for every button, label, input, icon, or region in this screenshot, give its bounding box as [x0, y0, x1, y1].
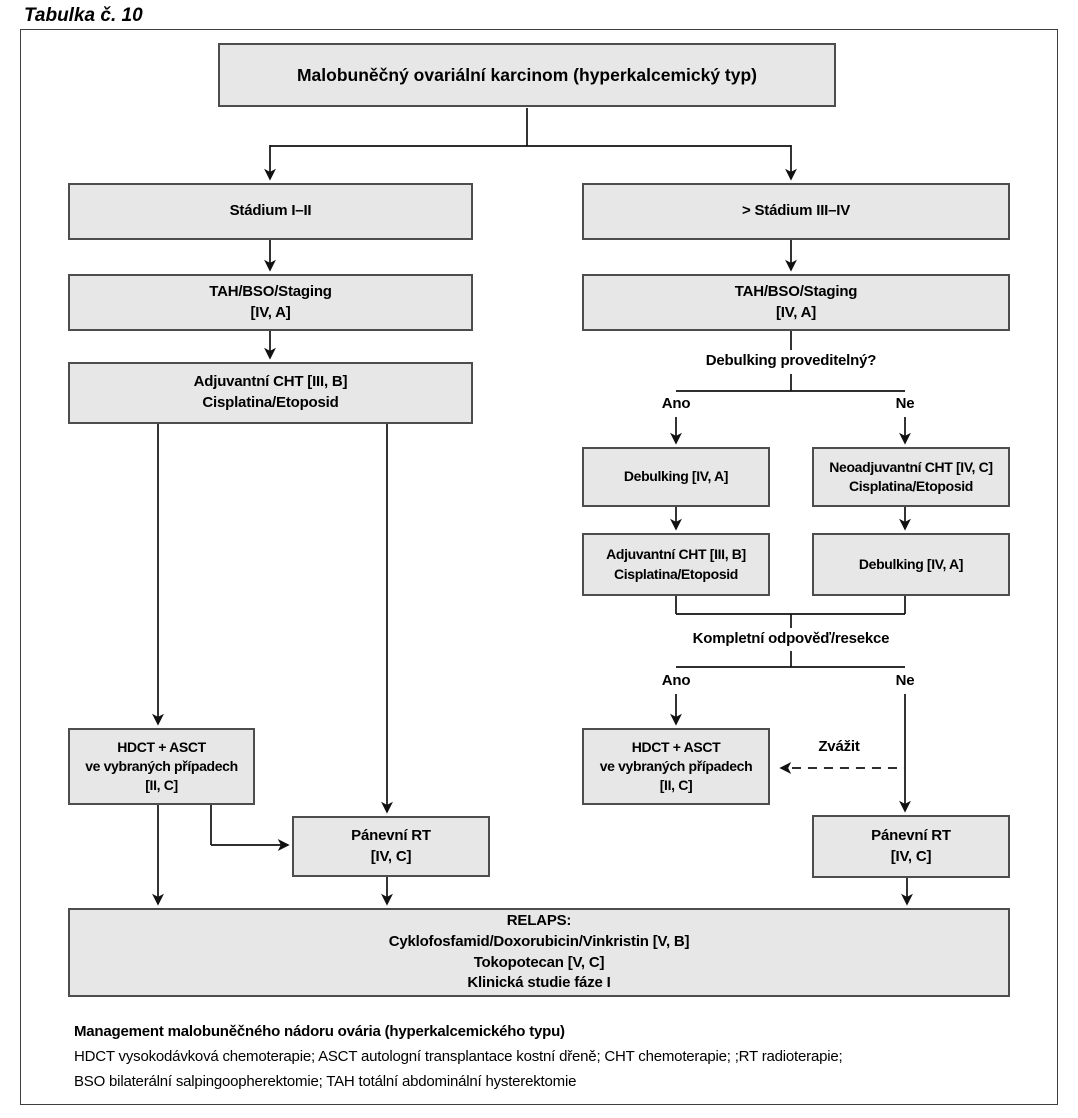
- node-label: Debulking [IV, A]: [858, 555, 964, 572]
- node-label: RELAPS: Cyklofosfamid/Doxorubicin/Vinkri…: [388, 912, 690, 992]
- node-hdct-asct-left: HDCT + ASCT ve vybraných případech [II, …: [68, 728, 255, 805]
- footer-line-2: BSO bilaterální salpingoopherektomie; TA…: [74, 1072, 577, 1090]
- node-adjuvant-cht-left: Adjuvantní CHT [III, B] Cisplatina/Etopo…: [68, 362, 473, 424]
- node-stage-iii-iv: > Stádium III–IV: [582, 183, 1010, 240]
- question-complete-response: Kompletní odpověď/resekce: [692, 630, 890, 647]
- question-debulking-feasible: Debulking proveditelný?: [705, 352, 877, 369]
- node-relaps: RELAPS: Cyklofosfamid/Doxorubicin/Vinkri…: [68, 908, 1010, 997]
- node-label: Neoadjuvantní CHT [IV, C] Cisplatina/Eto…: [829, 458, 993, 494]
- node-label: HDCT + ASCT ve vybraných případech [II, …: [85, 738, 238, 794]
- node-debulking-after-cht: Debulking [IV, A]: [812, 533, 1010, 596]
- node-pelvic-rt-left: Pánevní RT [IV, C]: [292, 816, 490, 877]
- node-pelvic-rt-right: Pánevní RT [IV, C]: [812, 815, 1010, 878]
- footer-title: Management malobuněčného nádoru ovária (…: [74, 1023, 565, 1040]
- footer-line-1: HDCT vysokodávková chemoterapie; ASCT au…: [74, 1047, 843, 1065]
- node-label: Debulking [IV, A]: [623, 468, 729, 485]
- node-neoadjuvant-cht: Neoadjuvantní CHT [IV, C] Cisplatina/Eto…: [812, 447, 1010, 507]
- node-label: Pánevní RT [IV, C]: [351, 826, 431, 865]
- node-tah-bso-staging-left: TAH/BSO/Staging [IV, A]: [68, 274, 473, 331]
- label-ano-2: Ano: [661, 672, 691, 689]
- footer-note: Management malobuněčného nádoru ovária (…: [74, 1020, 1024, 1094]
- label-ne-1: Ne: [895, 395, 915, 412]
- label-ne-2: Ne: [895, 672, 915, 689]
- figure-caption: Tabulka č. 10: [24, 5, 143, 26]
- node-label: Stádium I–II: [229, 202, 312, 220]
- node-debulking-yes: Debulking [IV, A]: [582, 447, 770, 507]
- node-label: Pánevní RT [IV, C]: [871, 826, 951, 865]
- node-label: Malobuněčný ovariální karcinom (hyperkal…: [296, 64, 758, 85]
- node-hdct-asct-right: HDCT + ASCT ve vybraných případech [II, …: [582, 728, 770, 805]
- node-adjuvant-cht-right: Adjuvantní CHT [III, B] Cisplatina/Etopo…: [582, 533, 770, 596]
- node-label: > Stádium III–IV: [741, 202, 851, 220]
- node-tah-bso-staging-right: TAH/BSO/Staging [IV, A]: [582, 274, 1010, 331]
- node-stage-i-ii: Stádium I–II: [68, 183, 473, 240]
- node-label: Adjuvantní CHT [III, B] Cisplatina/Etopo…: [193, 373, 348, 411]
- node-label: TAH/BSO/Staging [IV, A]: [209, 282, 332, 321]
- node-main-diagnosis: Malobuněčný ovariální karcinom (hyperkal…: [218, 43, 836, 107]
- node-label: Adjuvantní CHT [III, B] Cisplatina/Etopo…: [606, 546, 746, 582]
- label-ano-1: Ano: [661, 395, 691, 412]
- node-label: HDCT + ASCT ve vybraných případech [II, …: [599, 738, 753, 794]
- label-consider: Zvážit: [818, 738, 860, 755]
- diagram-frame: [20, 29, 1058, 1105]
- node-label: TAH/BSO/Staging [IV, A]: [734, 282, 858, 321]
